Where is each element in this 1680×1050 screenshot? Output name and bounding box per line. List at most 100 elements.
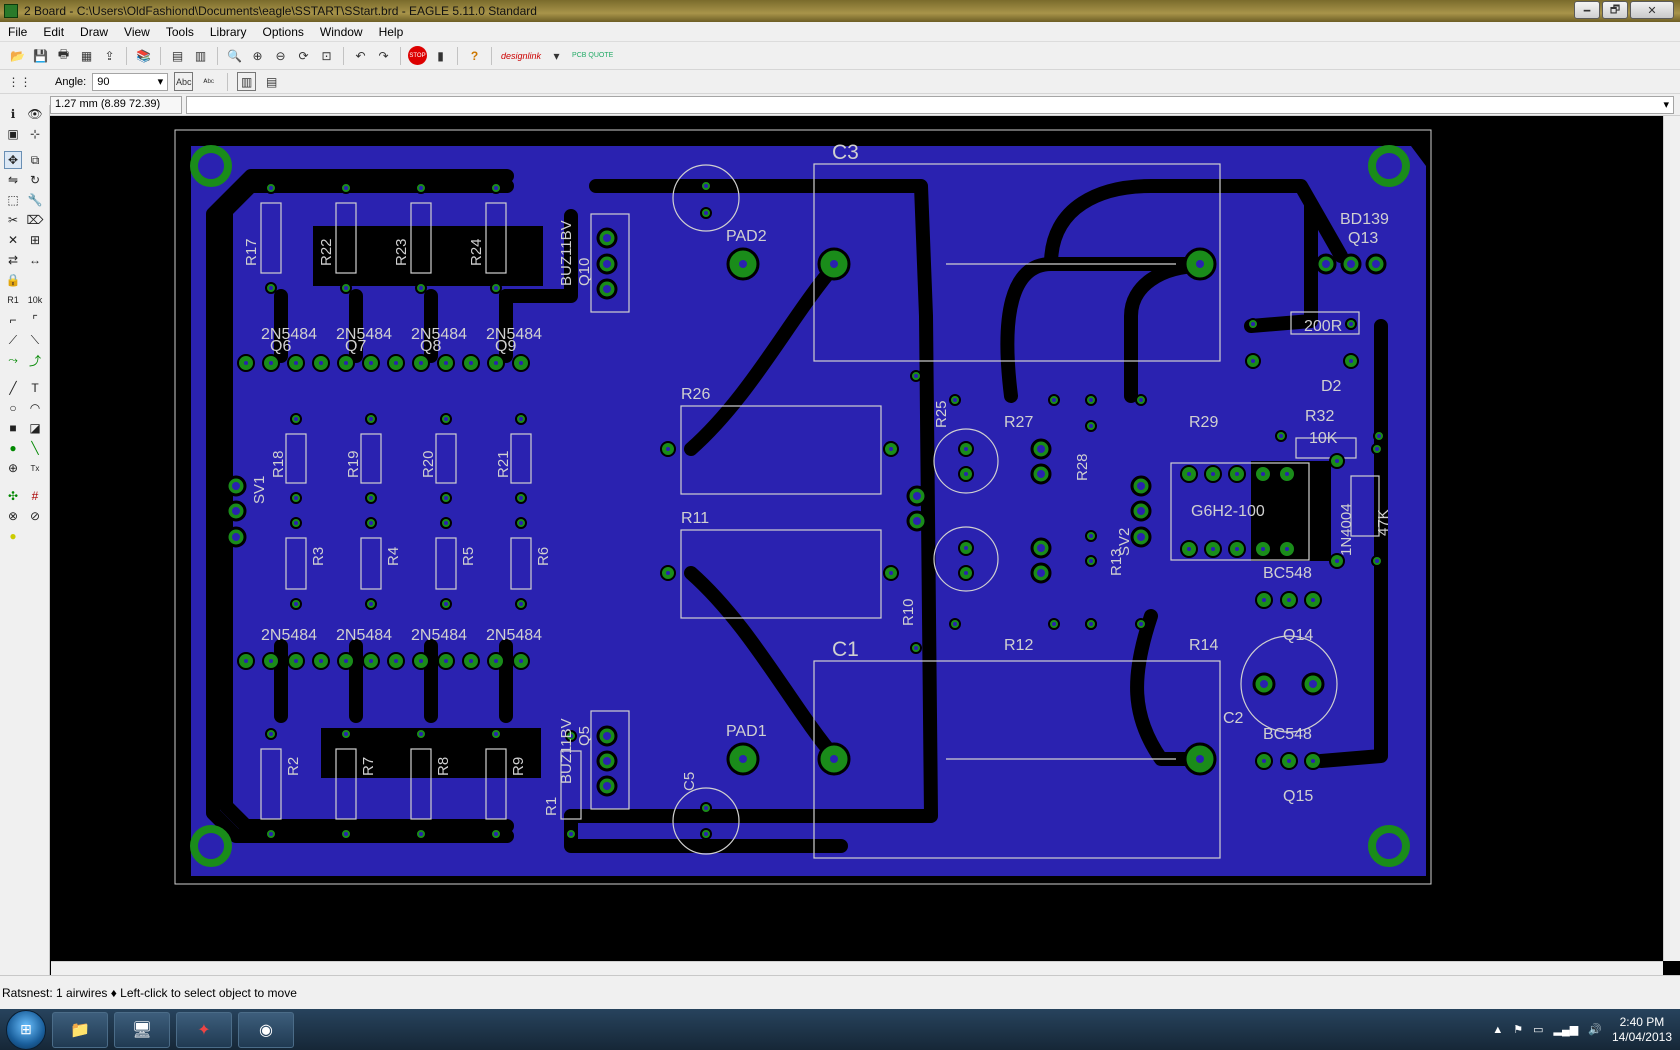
chrome-taskbar-icon[interactable]: ◉ [238,1011,294,1048]
value-icon[interactable]: R1 [7,295,19,305]
volume-icon[interactable]: 🔊 [1588,1024,1602,1036]
print-icon[interactable]: 🖶 [57,47,70,61]
text-icon[interactable]: T [31,381,39,395]
arc-icon[interactable]: ◠ [29,401,41,415]
signal-icon[interactable]: ▂▄▆ [1553,1024,1579,1036]
autoroute-icon[interactable]: ⤴ [28,353,41,368]
chevron-down-icon[interactable]: ▾ [1663,98,1669,111]
eagle-taskbar-icon[interactable]: ✦ [176,1011,232,1048]
layout-toggle-alt-icon[interactable]: ▤ [266,74,278,89]
polygon-icon[interactable]: ◪ [29,421,41,435]
display-icon[interactable]: ▭ [1533,1024,1544,1036]
pad-drill [1260,680,1268,688]
zoom-in-icon[interactable]: ⊕ [252,48,263,63]
menu-tools[interactable]: Tools [165,24,194,39]
undo-icon[interactable]: ↶ [355,48,366,63]
circle-icon[interactable]: ○ [9,401,17,415]
info-icon[interactable]: ℹ [10,107,16,121]
minimize-button[interactable]: 🗕 [1574,1,1600,19]
optimize-icon[interactable]: ⟋ [8,332,18,347]
library-icon[interactable]: 📚 [136,48,151,63]
group-icon[interactable]: ⬚ [7,193,19,207]
erc-icon[interactable]: ⊘ [29,509,41,523]
menu-options[interactable]: Options [262,24,304,39]
miter-icon[interactable]: ⌐ [9,313,17,327]
menu-window[interactable]: Window [319,24,363,39]
replace-icon[interactable]: ⇄ [7,253,19,267]
redo-icon[interactable]: ↷ [378,48,389,63]
stop-icon[interactable]: STOP [408,46,427,65]
ripup-icon[interactable]: ⤳ [8,352,18,367]
start-button[interactable]: ⊞ [6,1009,46,1050]
mark-icon[interactable]: ⊹ [29,127,41,141]
export-icon[interactable]: ⇪ [104,48,115,63]
zoom-redraw-icon[interactable]: ⟳ [298,48,309,63]
wire-icon[interactable]: ╱ [9,381,17,395]
maximize-button[interactable]: 🗗 [1602,1,1628,19]
cam-icon[interactable]: ▦ [80,48,93,63]
designlink-dropdown-icon[interactable]: ▾ [553,48,560,63]
signal-icon[interactable]: ╲ [31,441,39,455]
menu-file[interactable]: File [8,24,28,39]
horizontal-scrollbar[interactable] [51,961,1663,975]
add-icon[interactable]: ⊞ [29,233,41,247]
explorer-taskbar-icon[interactable]: 📁 [52,1011,108,1048]
name-icon[interactable]: 🔒 [5,273,21,287]
go-icon[interactable]: ▮ [437,48,444,63]
show-icon[interactable]: 👁 [27,107,43,121]
vertical-scrollbar[interactable] [1663,116,1680,961]
mirror-icon[interactable]: ⇋ [7,173,19,187]
computer-taskbar-icon[interactable]: 🖥 [114,1011,170,1048]
layout-toggle-icon[interactable]: ▥ [237,72,257,91]
lock-icon[interactable]: ↔ [29,253,41,267]
change-icon[interactable]: 🔧 [27,193,43,207]
save-icon[interactable]: 💾 [33,48,48,63]
paste-icon[interactable]: ✂ [7,213,19,227]
angle-select[interactable]: 90 ▾ [92,72,169,91]
zoom-select-icon[interactable]: ⊡ [321,48,332,63]
via-icon[interactable]: ● [9,441,17,455]
menu-edit[interactable]: Edit [43,24,65,39]
split-icon[interactable]: ⌜ [32,313,38,327]
menu-library[interactable]: Library [209,24,247,39]
spin-text-icon[interactable]: ᴬᵇᶜ [203,76,215,87]
delete-icon[interactable]: ⌦ [26,213,44,227]
menu-draw[interactable]: Draw [80,24,109,39]
smash-icon[interactable]: 10k [27,295,43,305]
ulp-icon[interactable]: ▥ [194,48,207,63]
command-input[interactable]: ▾ [186,95,1674,114]
hole-icon[interactable]: ⊕ [7,461,19,475]
tray-expand-icon[interactable]: ▲ [1492,1023,1504,1036]
move-icon[interactable]: ✥ [4,151,22,169]
board-canvas[interactable]: C3 C1 C2 PAD2 PAD1 BD139 Q13 200R D2 R32… [51,116,1663,961]
grid-icon[interactable]: ⋮⋮ [7,74,32,89]
pad-drill [494,732,498,736]
dimension-icon[interactable]: ✣ [7,489,19,503]
script-icon[interactable]: ▤ [171,48,184,63]
ratsnest-icon[interactable]: # [31,489,39,503]
auto-icon[interactable]: ⊗ [7,509,19,523]
menu-help[interactable]: Help [378,24,404,39]
route-icon[interactable]: ⟍ [30,332,40,347]
resistor-body [435,537,457,590]
menu-view[interactable]: View [124,24,150,39]
close-button[interactable]: ✕ [1630,1,1674,19]
mirror-text-icon[interactable]: Abc [174,72,194,91]
zoom-out-icon[interactable]: ⊖ [275,48,286,63]
pcb-layout[interactable]: C3 C1 C2 PAD2 PAD1 BD139 Q13 200R D2 R32… [51,116,1663,961]
display-layers-icon[interactable]: ▣ [7,127,19,141]
rotate-icon[interactable]: ↻ [29,173,41,187]
designlink-button[interactable]: designlink [501,50,542,61]
rect-icon[interactable]: ■ [9,421,17,435]
flag-icon[interactable]: ⚑ [1513,1024,1524,1036]
cut-icon[interactable]: ✕ [7,233,19,247]
attribute-icon[interactable]: Tx [30,463,40,473]
open-icon[interactable]: 📂 [10,48,25,63]
copy-icon[interactable]: ⧉ [30,152,40,167]
drc-warning-icon[interactable]: ● [9,529,17,543]
zoom-fit-icon[interactable]: 🔍 [227,48,242,63]
pcbquote-button[interactable]: PCB QUOTE [572,52,614,59]
help-icon[interactable]: ? [470,48,479,63]
angle-value: 90 [97,75,110,88]
clock[interactable]: 2:40 PM 14/04/2013 [1612,1015,1672,1045]
